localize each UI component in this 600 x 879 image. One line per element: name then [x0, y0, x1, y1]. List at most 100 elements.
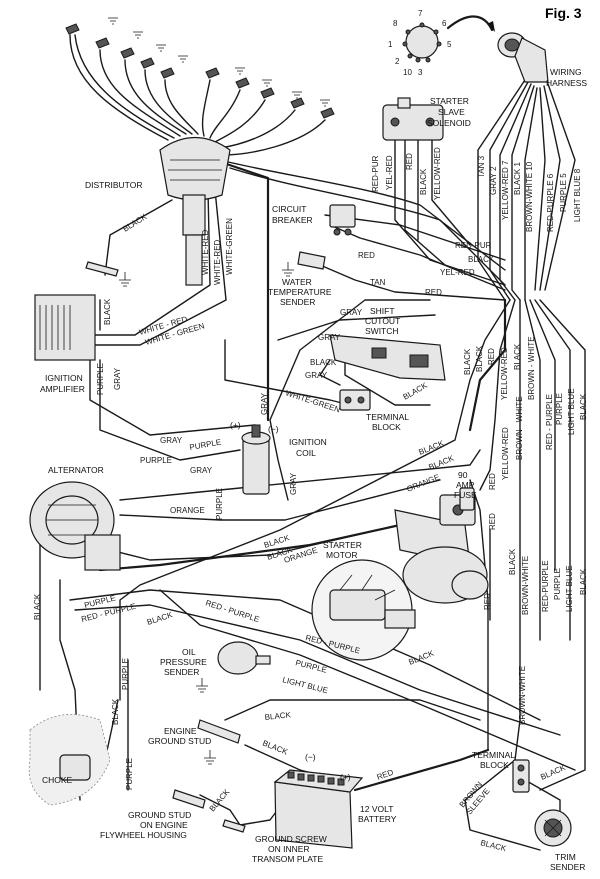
wire-label: RED	[483, 593, 492, 610]
pin-label: 8	[393, 19, 398, 28]
wire-label: YELLOW-RED	[433, 147, 442, 200]
wire-label: PURPLE	[215, 488, 224, 520]
wire-label: ORANGE	[405, 473, 441, 494]
battery-minus-label: (−)	[305, 752, 316, 762]
wire-label: TAN	[370, 278, 386, 287]
alternator-label: ALTERNATOR	[48, 465, 104, 475]
wire-label: LIGHT BLUE	[567, 388, 576, 435]
trim-sender-label: SENDER	[550, 862, 585, 872]
pin-label: 6	[442, 19, 447, 28]
wire-label: RED	[358, 251, 375, 260]
water-temperature-sender	[282, 251, 326, 277]
wire-label: YEL-RED	[440, 268, 475, 277]
ignition-coil-label: IGNITION	[289, 437, 327, 447]
circuit-breaker-label: CIRCUIT	[272, 204, 306, 214]
wire-label: BLACK	[463, 348, 472, 375]
wire-label: PURPLE	[125, 758, 134, 790]
wire-label: BROWN-WHITE	[518, 666, 527, 725]
starter-slave-label: SOLENOID	[427, 118, 471, 128]
engine-ground-stud	[197, 719, 241, 765]
wire-label: BROWN-WHITE	[521, 556, 530, 615]
wire-label: BLACK	[121, 212, 149, 234]
battery-label: 12 VOLT	[360, 804, 393, 814]
wire-label: BLACK	[579, 393, 588, 420]
terminal-block-2-label: TERMINAL	[472, 750, 515, 760]
pin-label: 1	[388, 40, 393, 49]
ground-screw-label: GROUND SCREW	[255, 834, 327, 844]
wire-label: YEL-RED	[385, 155, 394, 190]
harness-wire-label: PURPLE 5	[559, 173, 568, 212]
pin-label: 7	[418, 9, 423, 18]
wire-label: BLACK	[419, 168, 428, 195]
starter-slave-label: STARTER	[430, 96, 469, 106]
ground-stud-flywheel-label: GROUND STUD	[128, 810, 191, 820]
starter-slave-solenoid	[382, 97, 444, 141]
wiring-harness-label: WIRING	[550, 67, 582, 77]
wire-label: GRAY	[305, 371, 328, 380]
coil-minus-label: (−)	[268, 424, 279, 434]
harness-wire-label: BROWN-WHITE 10	[525, 161, 534, 232]
wire-label: BLACK	[310, 358, 337, 367]
battery-plus-label: (+)	[340, 772, 351, 782]
harness-wire-label: LIGHT BLUE 8	[573, 168, 582, 222]
connector-pin-diagram	[402, 15, 495, 63]
ignition-coil-label: COIL	[296, 448, 316, 458]
starter-motor-label: STARTER	[323, 540, 362, 550]
starter-slave-label: SLAVE	[438, 107, 465, 117]
wires	[39, 34, 586, 851]
oil-pressure-sender	[196, 641, 271, 693]
ground-stud-flywheel-label: ON ENGINE	[140, 820, 188, 830]
wire-label: BLACK	[146, 610, 174, 627]
fuse-label: AMP	[456, 480, 475, 490]
wire-label: RED	[488, 473, 497, 490]
harness-wire-label: RED-PURPLE 6	[546, 173, 555, 232]
wire-label: RED	[488, 513, 497, 530]
shift-cutout-label: CUTOUT	[365, 316, 400, 326]
wire-label: RED-PUR	[455, 241, 492, 250]
wire-label: BLACK	[402, 380, 430, 401]
wire-label: LIGHT BLUE	[282, 675, 329, 695]
wire-label: GRAY	[289, 472, 298, 495]
circuit-breaker	[329, 204, 356, 236]
coil-plus-label: (+)	[230, 420, 241, 430]
pin-label: 3	[418, 68, 423, 77]
wire-label: YELLOW-RED	[501, 427, 510, 480]
ground-screw-label: ON INNER	[268, 844, 310, 854]
wire-label: RED	[487, 348, 496, 365]
ground-screw-label: TRANSOM PLATE	[252, 854, 323, 864]
fuse-90-amp	[459, 487, 475, 511]
wire-label: BLACK	[264, 710, 292, 722]
wire-label: BLACK	[103, 298, 112, 325]
circuit-breaker-label: BREAKER	[272, 215, 313, 225]
ignition-amplifier-label: AMPLIFIER	[40, 384, 85, 394]
harness-wire-labels: TAN 3 GRAY 2 YELLOW-RED 7 BLACK 1 BROWN-…	[477, 155, 582, 232]
oil-pressure-label: OIL	[182, 647, 196, 657]
shift-cutout-switch	[329, 334, 446, 381]
oil-pressure-label: SENDER	[164, 667, 199, 677]
pin-label: 2	[395, 57, 400, 66]
harness-wire-label: TAN 3	[477, 155, 486, 178]
ground-stud-distributor	[85, 261, 131, 287]
ground-screw-transom	[222, 819, 246, 833]
wiring-harness-label: HARNESS	[546, 78, 587, 88]
spark-plugs	[65, 17, 335, 119]
alternator	[29, 481, 121, 571]
battery-label: BATTERY	[358, 814, 397, 824]
wire-label: RED	[425, 288, 442, 297]
wire-label: BLACK	[468, 255, 495, 264]
wire-label: PURPLE	[121, 658, 130, 690]
wire-label: PURPLE	[295, 658, 328, 674]
wire-label: GRAY	[190, 466, 213, 475]
choke	[28, 714, 111, 806]
shift-cutout-label: SHIFT	[370, 306, 395, 316]
ignition-amplifier	[34, 294, 96, 361]
water-temp-label: WATER	[282, 277, 312, 287]
wire-label: PURPLE	[189, 438, 222, 452]
wire-label: PURPLE	[140, 456, 172, 465]
terminal-block-label: TERMINAL	[366, 412, 409, 422]
wire-label: BLACK	[111, 698, 120, 725]
wire-label: YELLOW-RED	[500, 347, 509, 400]
distributor	[159, 137, 231, 286]
wire-label: BLACK	[417, 438, 445, 456]
battery-12-volt	[273, 769, 364, 849]
